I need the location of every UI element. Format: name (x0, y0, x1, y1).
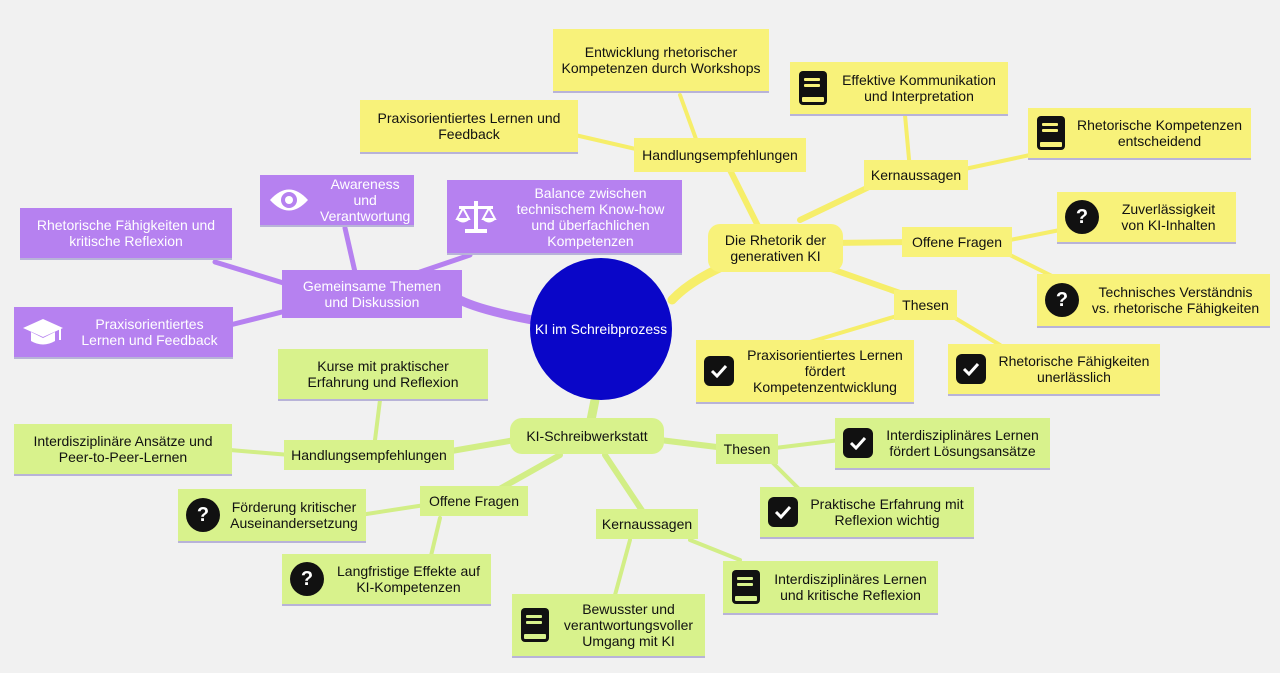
rhetorik-node[interactable]: Die Rhetorik der generativen KI (708, 224, 843, 272)
edge (602, 452, 648, 518)
check-icon (956, 354, 986, 384)
edge (958, 153, 1032, 172)
gemeinsam-item-4[interactable]: Praxisorientiertes Lernen und Feedback (14, 307, 233, 359)
werkstatt-label: KI-Schreibwerkstatt (526, 428, 648, 444)
check-icon (843, 428, 873, 458)
rhetorik-fragen-item-2[interactable]: ? Technisches Verständnis vs. rhetorisch… (1037, 274, 1270, 328)
check-icon (768, 497, 798, 527)
edge (428, 516, 442, 562)
edge (228, 448, 292, 457)
edge (688, 538, 742, 562)
rhetorik-thesen-item-1[interactable]: Praxisorientiertes Lernen fördert Kompet… (696, 340, 914, 404)
edge (773, 438, 842, 450)
rhetorik-handlung-node[interactable]: Handlungsempfehlungen (634, 138, 806, 172)
root-node[interactable]: KI im Schreibprozess (530, 258, 672, 400)
werkstatt-thesen-item-2[interactable]: Praktische Erfahrung mit Reflexion wicht… (760, 487, 974, 539)
rhetorik-label: Die Rhetorik der generativen KI (724, 232, 827, 264)
werkstatt-thesen-item-1[interactable]: Interdisziplinäres Lernen fördert Lösung… (835, 418, 1050, 470)
werkstatt-fragen-item-1[interactable]: ? Förderung kritischer Auseinandersetzun… (178, 489, 366, 543)
gemeinsam-item-1[interactable]: Rhetorische Fähigkeiten und kritische Re… (20, 208, 232, 260)
edge (417, 252, 473, 275)
rhetorik-thesen-item-2[interactable]: Rhetorische Fähigkeiten unerlässlich (948, 344, 1160, 396)
rhetorik-handlung-item-2[interactable]: Praxisorientiertes Lernen und Feedback (360, 100, 578, 154)
rhetorik-fragen-label: Offene Fragen (911, 234, 1003, 250)
werkstatt-kern-label: Kernaussagen (601, 516, 693, 532)
werkstatt-fragen-node[interactable]: Offene Fragen (420, 486, 528, 516)
rhetorik-thesen-label: Thesen (902, 297, 949, 313)
scale-icon (455, 199, 497, 235)
edge (342, 225, 358, 275)
edge (948, 313, 1002, 347)
edge (827, 239, 918, 246)
graduation-cap-icon (22, 316, 64, 348)
book-icon (520, 607, 550, 643)
werkstatt-handlung-item-2[interactable]: Interdisziplinäre Ansätze und Peer-to-Pe… (14, 424, 232, 476)
gemeinsam-item-3[interactable]: Balance zwischen technischem Know-how un… (447, 180, 682, 255)
root-label: KI im Schreibprozess (534, 321, 668, 337)
rhetorik-kern-label: Kernaussagen (870, 167, 962, 183)
rhetorik-kern-item-1[interactable]: Effektive Kommunikation und Interpretati… (790, 62, 1008, 116)
edge (613, 538, 632, 597)
edge (212, 259, 293, 288)
werkstatt-handlung-node[interactable]: Handlungsempfehlungen (284, 440, 454, 470)
gemeinsam-node[interactable]: Gemeinsame Themen und Diskussion (282, 270, 462, 318)
question-icon: ? (186, 498, 220, 532)
gemeinsam-item-2[interactable]: Awareness und Verantwortung (260, 175, 414, 227)
gemeinsam-label: Gemeinsame Themen und Diskussion (302, 278, 442, 310)
question-icon: ? (1065, 200, 1099, 234)
rhetorik-handlung-item-1[interactable]: Entwicklung rhetorischer Kompetenzen dur… (553, 29, 769, 93)
werkstatt-thesen-label: Thesen (723, 441, 771, 457)
werkstatt-kern-item-2[interactable]: Interdisziplinäres Lernen und kritische … (723, 561, 938, 615)
rhetorik-kern-item-2[interactable]: Rhetorische Kompetenzen entscheidend (1028, 108, 1251, 160)
werkstatt-kern-node[interactable]: Kernaussagen (596, 509, 698, 539)
edge (657, 437, 728, 451)
rhetorik-thesen-node[interactable]: Thesen (894, 290, 957, 320)
rhetorik-kern-node[interactable]: Kernaussagen (864, 160, 968, 190)
question-icon: ? (1045, 283, 1079, 317)
edge (768, 458, 802, 492)
werkstatt-thesen-node[interactable]: Thesen (716, 434, 778, 464)
check-icon (704, 356, 734, 386)
edge (227, 307, 293, 328)
rhetorik-fragen-item-1[interactable]: ? Zuverlässigkeit von KI-Inhalten (1057, 192, 1236, 244)
werkstatt-kern-item-1[interactable]: Bewusster und verantwortungsvoller Umgan… (512, 594, 705, 658)
edge (573, 133, 642, 152)
book-icon (798, 70, 828, 106)
werkstatt-fragen-item-2[interactable]: ? Langfristige Effekte auf KI-Kompetenze… (282, 554, 491, 606)
werkstatt-node[interactable]: KI-Schreibwerkstatt (510, 418, 664, 454)
werkstatt-handlung-item-1[interactable]: Kurse mit praktischer Erfahrung und Refl… (278, 349, 488, 401)
question-icon: ? (290, 562, 324, 596)
book-icon (1036, 115, 1066, 151)
rhetorik-fragen-node[interactable]: Offene Fragen (902, 227, 1012, 257)
werkstatt-fragen-label: Offene Fragen (428, 493, 520, 509)
rhetorik-handlung-label: Handlungsempfehlungen (642, 147, 798, 163)
werkstatt-handlung-label: Handlungsempfehlungen (291, 447, 447, 463)
edge (373, 398, 382, 442)
edge (358, 503, 427, 517)
eye-icon (268, 185, 310, 215)
edge (455, 295, 537, 325)
book-icon (731, 569, 761, 605)
